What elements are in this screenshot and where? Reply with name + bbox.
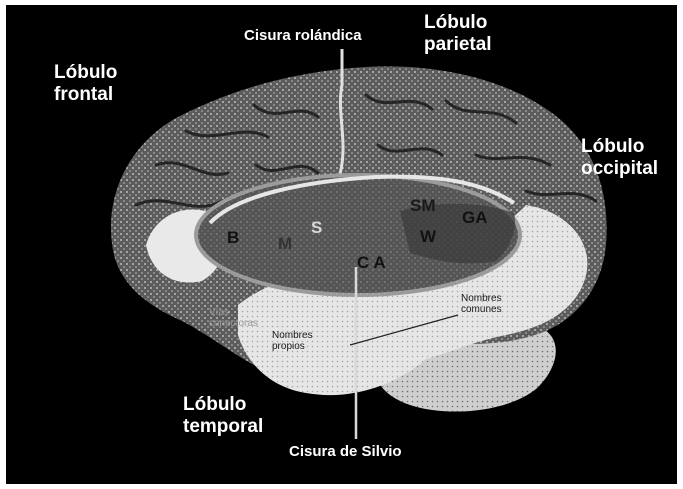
proper-names-label: Nombres propios	[272, 330, 313, 352]
area-ga-label: GA	[462, 209, 488, 227]
sylvian-fissure-label: Cisura de Silvio	[289, 443, 402, 461]
temporal-lobe-label: Lóbulo temporal	[183, 394, 263, 438]
occipital-lobe-label: Lóbulo occipital	[581, 136, 658, 180]
area-ca-label: C A	[357, 254, 386, 272]
rolandic-fissure-label: Cisura rolándica	[244, 27, 362, 45]
brain-language-diagram: Lóbulo frontal Lóbulo parietal Lóbulo oc…	[6, 5, 677, 484]
area-m-label: M	[278, 235, 292, 253]
area-b-label: B	[227, 229, 239, 247]
area-s-label: S	[311, 219, 322, 237]
area-sm-label: SM	[410, 197, 436, 215]
parietal-lobe-label: Lóbulo parietal	[424, 12, 492, 56]
common-names-label: Nombres comunes	[461, 293, 502, 315]
frontal-lobe-label: Lóbulo frontal	[54, 62, 117, 106]
connecting-pathways-label: Vías conectoras	[209, 307, 258, 329]
area-w-label: W	[420, 228, 436, 246]
